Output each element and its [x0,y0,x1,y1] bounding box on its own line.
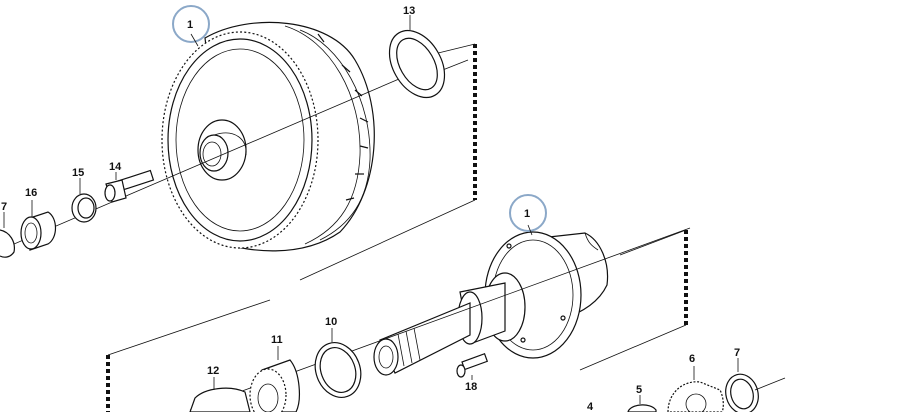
label-part-5: 5 [636,384,642,396]
lower-axis-line-right [754,377,786,391]
input-shaft[interactable] [373,272,526,376]
gear-11[interactable] [249,346,300,412]
snap-ring-7-left[interactable] [0,212,15,258]
label-part-11: 11 [271,334,283,346]
lower-group-bracket [106,229,688,412]
part-5[interactable] [627,395,657,412]
label-part-1-lower: 1 [524,208,530,220]
label-part-6: 6 [689,353,695,365]
converter-slots [317,33,369,201]
label-part-1-upper: 1 [187,19,193,31]
label-part-12: 12 [207,365,219,377]
shaft-splines [397,327,421,367]
callout-highlight-1-upper [172,5,210,43]
torque-converter[interactable] [161,21,375,252]
bushing-16[interactable] [20,200,57,251]
washer-13[interactable] [378,15,456,107]
bolt-18[interactable] [456,353,489,380]
label-part-4: 4 [587,401,594,412]
label-part-10: 10 [325,316,337,328]
gear-6[interactable] [667,366,724,412]
label-part-7-left: 7 [1,201,7,213]
hub-12[interactable] [189,377,251,412]
callout-highlight-1-lower [509,194,547,232]
snap-ring-7-right[interactable] [721,358,762,412]
label-part-18: 18 [465,381,477,393]
label-part-14: 14 [109,161,122,173]
label-part-7-right: 7 [734,347,740,359]
label-part-15: 15 [72,167,84,179]
upper-axis-line [0,69,421,251]
o-ring-10[interactable] [308,328,368,404]
label-part-13: 13 [403,5,415,17]
bolt-14[interactable] [104,169,155,203]
o-ring-15[interactable] [71,178,97,223]
label-part-16: 16 [25,187,37,199]
